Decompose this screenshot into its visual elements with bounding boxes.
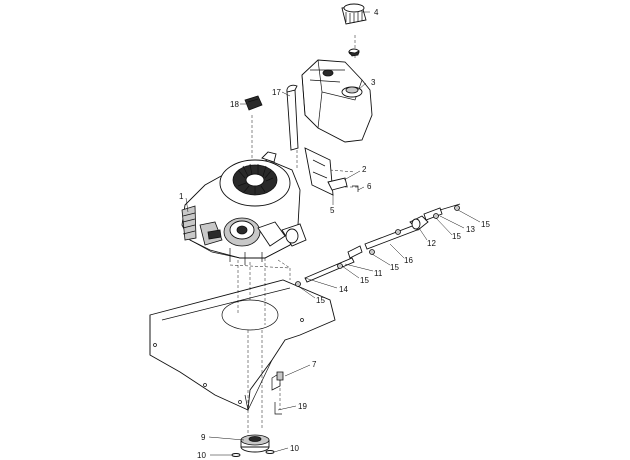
- callout-9: 9: [201, 433, 206, 442]
- callout-10b: 10: [290, 444, 299, 453]
- leader-lines: [185, 11, 481, 456]
- callout-15e: 15: [481, 220, 490, 229]
- callout-2: 2: [362, 165, 367, 174]
- callout-1: 1: [179, 192, 184, 201]
- callout-3: 3: [371, 78, 376, 87]
- fuel-line: [286, 84, 299, 151]
- callout-17: 17: [272, 88, 281, 97]
- engine: [181, 151, 307, 265]
- callout-15c: 15: [390, 263, 399, 272]
- callout-14: 14: [339, 285, 348, 294]
- callout-15b: 15: [360, 276, 369, 285]
- callout-13: 13: [466, 225, 475, 234]
- callout-15a: 15: [316, 296, 325, 305]
- callout-12: 12: [427, 239, 436, 248]
- callout-18: 18: [230, 100, 239, 109]
- callout-16: 16: [404, 256, 413, 265]
- callout-11: 11: [374, 269, 383, 278]
- bracket: [304, 147, 348, 196]
- callout-5: 5: [330, 206, 335, 215]
- callout-4: 4: [374, 8, 379, 17]
- pulley: [231, 434, 275, 457]
- callouts: 1 2 3 4 5 6 7 9 10 10 11 12 13 14 15 15 …: [179, 8, 490, 460]
- deck-plate: [149, 279, 336, 412]
- fuel-cap: [341, 3, 367, 57]
- callout-19: 19: [298, 402, 307, 411]
- fuel-tank: [301, 59, 373, 143]
- callout-7: 7: [312, 360, 317, 369]
- callout-15d: 15: [452, 232, 461, 241]
- cable-assembly: [295, 203, 461, 287]
- callout-6: 6: [367, 182, 372, 191]
- decal-grommet: [244, 95, 263, 111]
- callout-10a: 10: [197, 451, 206, 460]
